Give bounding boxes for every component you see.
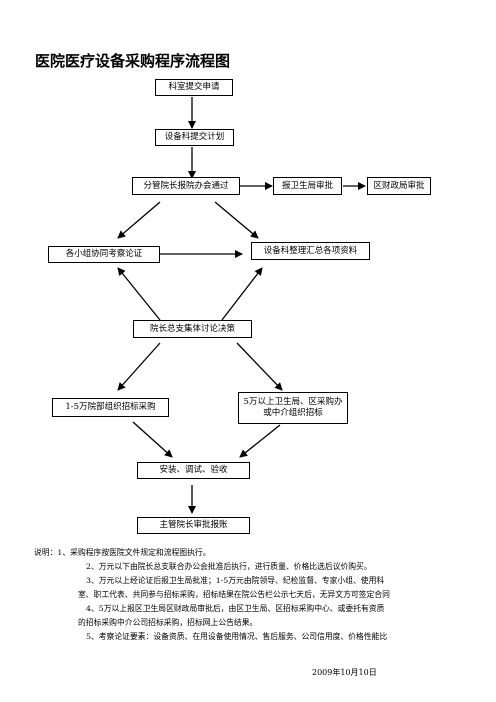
note-line-3a: 3、万元以上经论证后报卫生局批准；1-5万元由院领导、纪检监督、专家小组、使用科: [86, 576, 385, 585]
node-collective-decision: 院长总支集体讨论决策: [133, 320, 252, 338]
arrow-small-to-install: [132, 421, 173, 458]
node-president-reimbursement: 主管院长审批报账: [137, 517, 250, 534]
note-line-3b: 室、职工代表、共同参与招标采购，招标结果在院公告栏公示七天后，无异文方可签定合同: [78, 590, 390, 599]
arrow-decision-to-large: [236, 342, 283, 391]
node-large-tender: 5万以上卫生局、区采购办或中介组织招标: [238, 392, 348, 424]
node-install-accept: 安装、调试、验收: [137, 462, 250, 479]
arrow-decision-to-summary: [221, 267, 263, 321]
note-line-4a: 4、5万以上报区卫生局区财政局审批后，由区卫生局、区招标采购中心、或委托有资质: [86, 604, 385, 613]
node-vice-president-meeting: 分管院长报院办会通过: [132, 177, 240, 195]
node-department-apply: 科室提交申请: [155, 79, 233, 96]
page-title: 医院医疗设备采购程序流程图: [35, 52, 231, 70]
notes: 说明：1、采购程序按医院文件规定和流程图执行。 2、万元以下由院长总支联合办公会…: [34, 546, 464, 644]
note-line-1: 说明：1、采购程序按医院文件规定和流程图执行。: [34, 548, 211, 557]
arrow-meeting-to-groups: [117, 201, 161, 239]
arrow-meeting-to-summary: [214, 201, 259, 239]
note-line-4b: 的招标采购中介公司招标采购，招标网上公告结果。: [78, 618, 258, 627]
node-summary-documents: 设备科整理汇总各项资料: [251, 242, 370, 260]
arrow-decision-to-groups: [117, 267, 161, 321]
node-group-inspection: 各小组协同考察论证: [48, 246, 160, 263]
note-line-2: 2、万元以下由院长总支联合办公会批准后执行，进行质量、价格比选后议价购买。: [86, 562, 372, 571]
date-stamp: 2009年10月10日: [312, 668, 377, 677]
node-small-tender: 1-5万院部组织招标采购: [52, 398, 169, 417]
node-finance-bureau-approval: 区财政局审批: [367, 177, 431, 195]
note-line-5: 5、考察论证要素：设备资质、在用设备使用情况、售后服务、公司信用度、价格性能比: [86, 632, 388, 641]
node-equipment-plan: 设备科提交计划: [155, 129, 234, 146]
arrow-decision-to-small: [117, 342, 161, 391]
arrow-large-to-install: [239, 424, 281, 458]
node-health-bureau-approval: 报卫生局审批: [273, 177, 342, 195]
